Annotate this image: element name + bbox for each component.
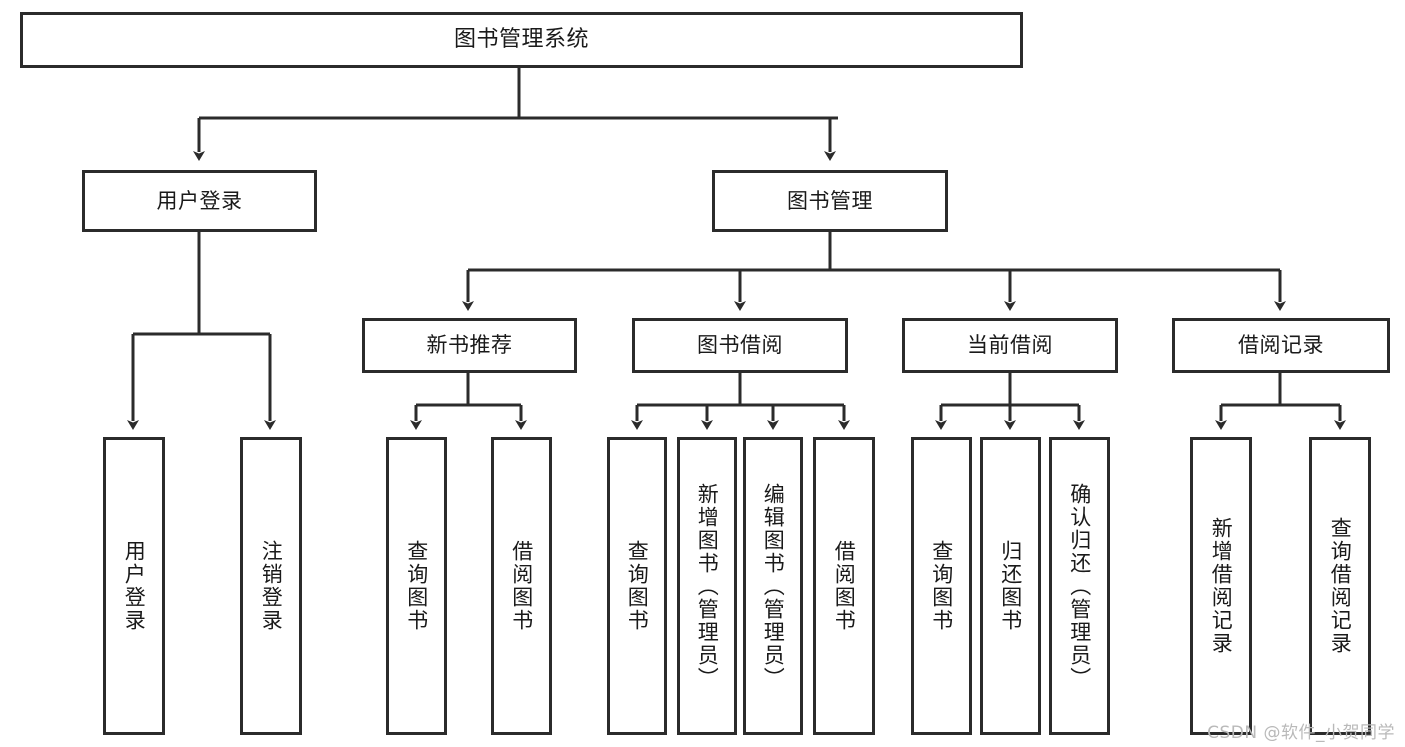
node-label: 确认归还（管理员）	[1067, 482, 1092, 690]
leaf-book-borrow-edit-book-admin[interactable]: 编辑图书（管理员）	[743, 437, 803, 735]
node-user-login[interactable]: 用户登录	[82, 170, 317, 232]
leaf-user-login-logout[interactable]: 注销登录	[240, 437, 302, 735]
node-label: 用户登录	[156, 188, 243, 213]
node-label: 图书借阅	[697, 333, 783, 358]
node-label: 图书管理系统	[453, 27, 589, 53]
leaf-book-borrow-add-book-admin[interactable]: 新增图书（管理员）	[677, 437, 737, 735]
node-root-book-management-system[interactable]: 图书管理系统	[20, 12, 1023, 68]
node-label: 新增图书（管理员）	[695, 482, 720, 690]
node-new-book-recommend[interactable]: 新书推荐	[362, 318, 577, 373]
leaf-book-borrow-borrow-book[interactable]: 借阅图书	[813, 437, 875, 735]
leaf-current-borrow-query-book[interactable]: 查询图书	[911, 437, 972, 735]
node-label: 借阅图书	[509, 540, 534, 632]
node-label: 查询图书	[625, 540, 650, 632]
node-borrow-record[interactable]: 借阅记录	[1172, 318, 1390, 373]
node-label: 新书推荐	[426, 333, 513, 358]
node-label: 借阅图书	[832, 540, 857, 632]
watermark-text: CSDN @软件_小贺同学	[1207, 723, 1395, 743]
leaf-current-borrow-confirm-return-admin[interactable]: 确认归还（管理员）	[1049, 437, 1110, 735]
leaf-new-book-query-book[interactable]: 查询图书	[386, 437, 447, 735]
node-label: 图书管理	[787, 188, 873, 213]
node-label: 查询图书	[404, 540, 429, 632]
node-current-borrow[interactable]: 当前借阅	[902, 318, 1118, 373]
node-label: 用户登录	[122, 540, 147, 632]
leaf-borrow-record-query-record[interactable]: 查询借阅记录	[1309, 437, 1371, 735]
leaf-book-borrow-query-book[interactable]: 查询图书	[607, 437, 667, 735]
leaf-borrow-record-add-record[interactable]: 新增借阅记录	[1190, 437, 1252, 735]
node-label: 新增借阅记录	[1209, 517, 1234, 655]
node-book-management[interactable]: 图书管理	[712, 170, 948, 232]
leaf-current-borrow-return-book[interactable]: 归还图书	[980, 437, 1041, 735]
node-label: 注销登录	[259, 540, 284, 632]
node-book-borrow[interactable]: 图书借阅	[632, 318, 848, 373]
leaf-user-login-login[interactable]: 用户登录	[103, 437, 165, 735]
node-label: 查询图书	[929, 540, 954, 632]
node-label: 当前借阅	[967, 333, 1053, 358]
node-label: 查询借阅记录	[1328, 517, 1353, 655]
node-label: 借阅记录	[1238, 333, 1324, 358]
node-label: 归还图书	[998, 540, 1023, 632]
node-label: 编辑图书（管理员）	[761, 482, 786, 690]
leaf-new-book-borrow-book[interactable]: 借阅图书	[491, 437, 552, 735]
